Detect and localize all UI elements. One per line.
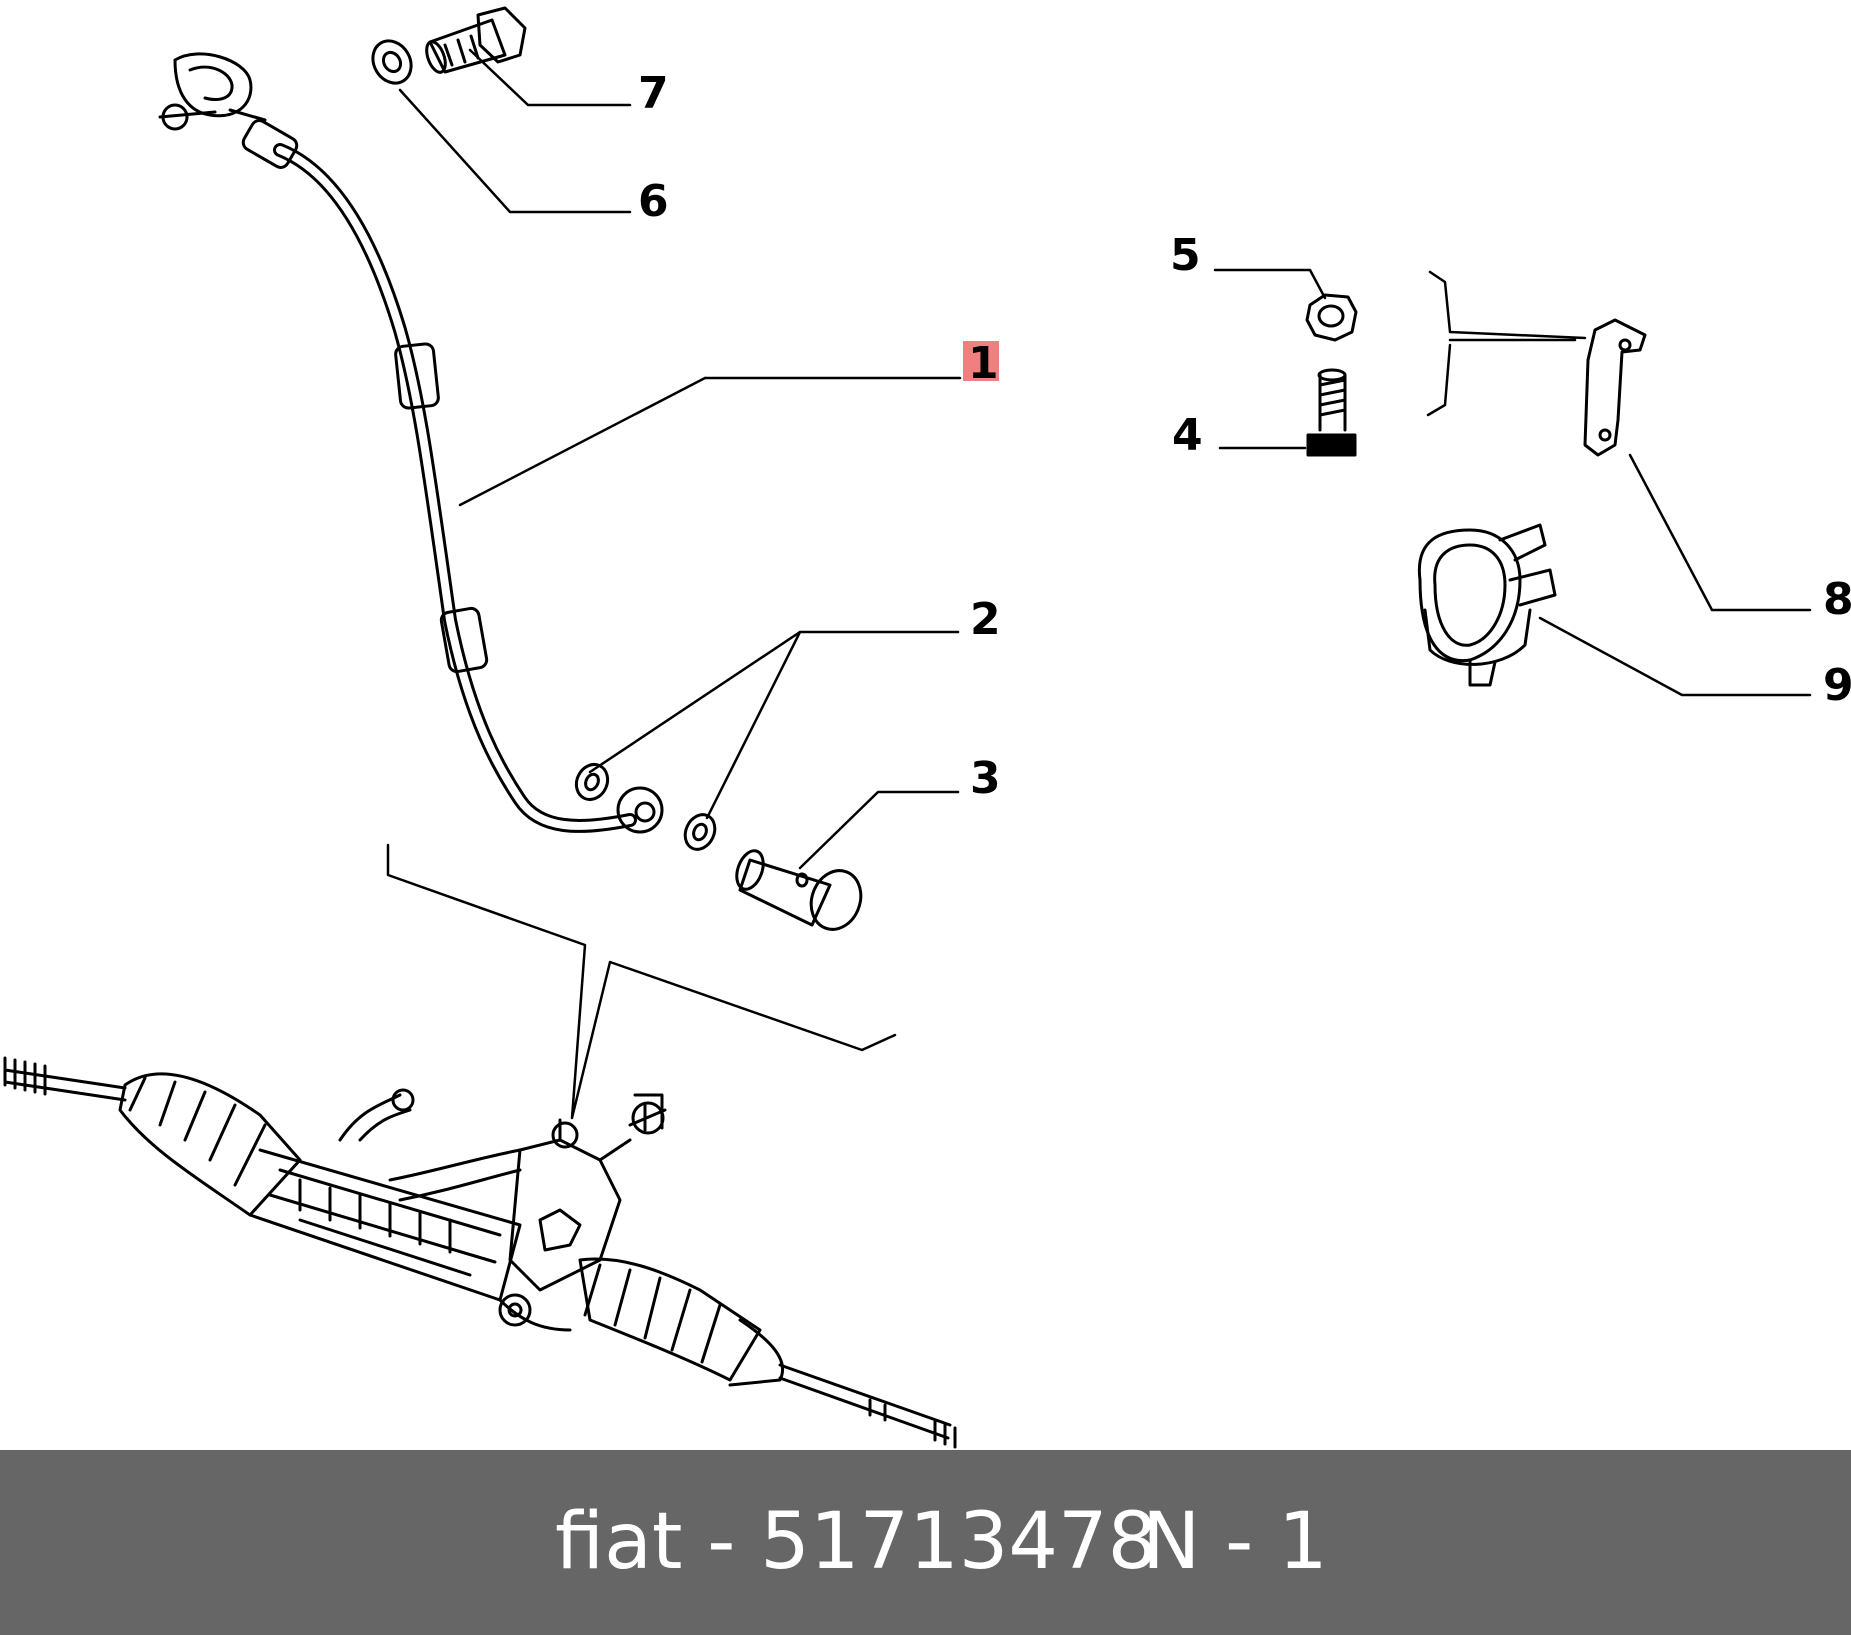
clamp-part-9 — [1417, 523, 1557, 687]
parts-diagram: 1 2 3 4 5 6 7 8 9 — [3, 6, 1851, 1449]
reference-line-rack — [386, 843, 897, 1120]
callout-1: 1 — [968, 338, 999, 389]
pressure-hose-part-1 — [158, 52, 664, 834]
sealing-washers-part-2 — [574, 762, 717, 851]
footer-page-indicator: N - 1 — [1142, 1497, 1328, 1587]
leader-line-2 — [588, 630, 960, 774]
leader-line-7 — [468, 48, 632, 107]
leader-line-5 — [1213, 268, 1327, 300]
steering-rack-assembly — [3, 1056, 957, 1449]
callout-7: 7 — [638, 68, 669, 119]
leader-line-6 — [398, 88, 632, 214]
stud-part-4 — [1306, 368, 1357, 457]
bolt-part-7 — [425, 6, 527, 74]
callout-1-highlight — [963, 341, 999, 381]
callout-2: 2 — [970, 594, 1001, 645]
leader-line-1 — [458, 376, 707, 507]
callout-4: 4 — [1172, 410, 1203, 461]
banjo-bolt-part-3 — [735, 849, 863, 931]
callout-5: 5 — [1170, 230, 1201, 281]
leader-line-9 — [1538, 616, 1812, 697]
nut-part-5 — [1305, 293, 1358, 342]
bracket-part-8 — [1583, 318, 1647, 457]
callout-9: 9 — [1823, 660, 1851, 711]
callout-3: 3 — [970, 753, 1001, 804]
leader-line-8 — [1628, 453, 1812, 612]
footer-part-number: fiat - 51713478 — [555, 1497, 1158, 1587]
leader-line-2b — [705, 630, 802, 820]
callout-6: 6 — [638, 176, 669, 227]
washer-part-6 — [371, 39, 413, 85]
footer-band: fiat - 51713478 N - 1 — [0, 1450, 1851, 1635]
reference-line-bracket-group — [1426, 270, 1587, 417]
callout-8: 8 — [1823, 574, 1851, 625]
leader-line-3 — [798, 790, 960, 870]
